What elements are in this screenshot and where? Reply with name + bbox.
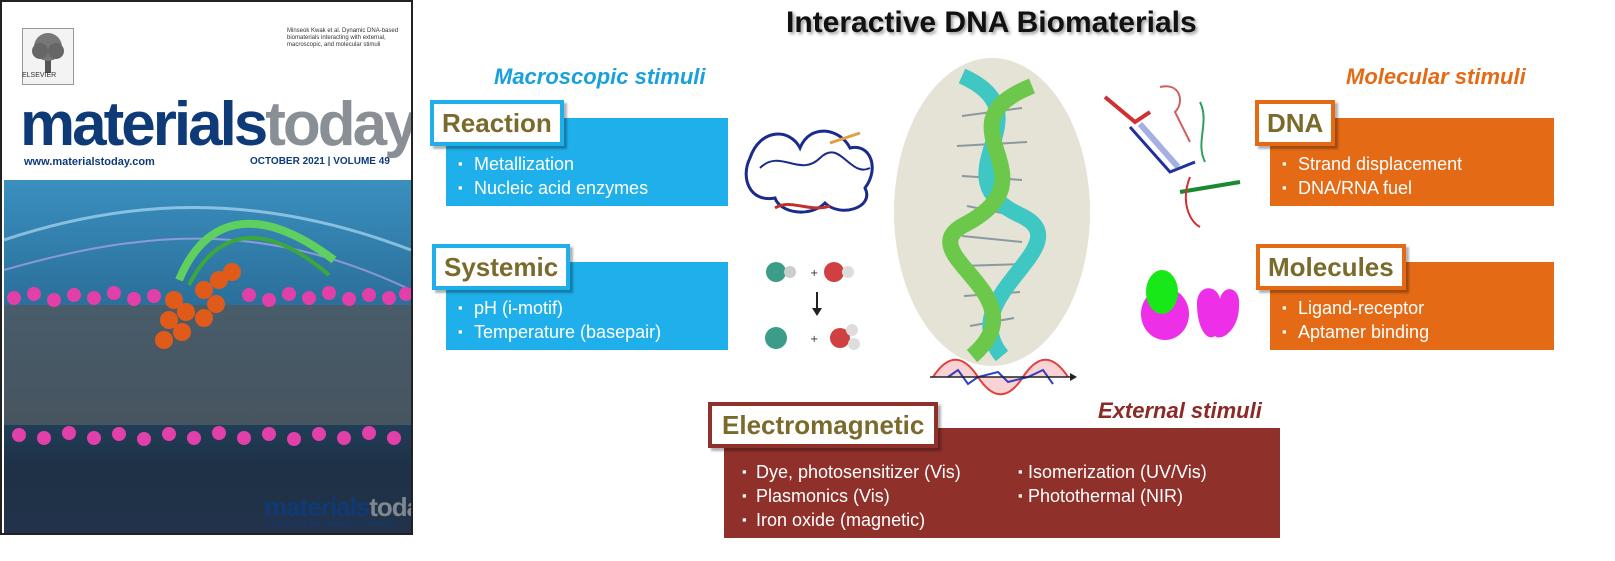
reaction-list: Metallization Nucleic acid enzymes — [446, 118, 728, 200]
em-wave-illustration — [928, 352, 1078, 402]
systemic-tag: Systemic — [432, 244, 571, 290]
systemic-item: pH (i-motif) — [446, 296, 728, 320]
elsevier-logo — [22, 28, 74, 85]
dna-helix-illustration — [892, 56, 1092, 368]
electromagnetic-list-left: Dye, photosensitizer (Vis) Plasmonics (V… — [730, 460, 961, 532]
footer-brand: materialstoday — [264, 492, 411, 523]
macroscopic-heading: Macroscopic stimuli — [494, 64, 706, 89]
cover-artwork — [3, 180, 411, 533]
reaction-panel: Metallization Nucleic acid enzymes — [446, 118, 728, 206]
electromagnetic-list-right: Isomerization (UV/Vis) Photothermal (NIR… — [1006, 460, 1207, 508]
electromagnetic-item: Photothermal (NIR) — [1006, 484, 1207, 508]
electromagnetic-item: Iron oxide (magnetic) — [730, 508, 961, 532]
brand-main: materials — [20, 90, 268, 159]
cover-tagline: Connecting the materials community — [266, 519, 396, 528]
cover-citation: Minseok Kwak et al. Dynamic DNA-based bi… — [287, 28, 399, 48]
footer-brand-main: materials — [264, 492, 370, 522]
systemic-item: Temperature (basepair) — [446, 320, 728, 344]
molecular-heading: Molecular stimuli — [1346, 64, 1526, 89]
systemic-list: pH (i-motif) Temperature (basepair) — [446, 262, 728, 344]
svg-text:+: + — [810, 268, 818, 279]
molecules-tag: Molecules — [1256, 244, 1406, 290]
brand-accent: today — [265, 90, 413, 159]
reaction-tag: Reaction — [430, 100, 564, 146]
external-heading: External stimuli — [1098, 398, 1262, 423]
issue-info: OCTOBER 2021 | VOLUME 49 — [250, 156, 390, 167]
electromagnetic-tag: Electromagnetic — [708, 402, 939, 448]
publisher-name: ELSEVIER — [22, 72, 57, 79]
ligand-receptor-illustration — [1135, 264, 1245, 346]
ph-reaction-illustration: + + — [762, 256, 872, 356]
electromagnetic-item: Isomerization (UV/Vis) — [1006, 460, 1207, 484]
dna-item: Strand displacement — [1270, 152, 1554, 176]
dna-item: DNA/RNA fuel — [1270, 176, 1554, 200]
journal-brand: materialstoday — [20, 90, 413, 160]
diagram-title: Interactive DNA Biomaterials — [786, 6, 1197, 39]
reaction-item: Metallization — [446, 152, 728, 176]
dna-tag: DNA — [1255, 100, 1336, 146]
electromagnetic-item: Plasmonics (Vis) — [730, 484, 961, 508]
journal-url: www.materialstoday.com — [24, 156, 155, 168]
footer-brand-accent: today — [369, 492, 411, 522]
molecules-list: Ligand-receptor Aptamer binding — [1270, 262, 1554, 344]
reaction-item: Nucleic acid enzymes — [446, 176, 728, 200]
molecules-item: Aptamer binding — [1270, 320, 1554, 344]
dna-list: Strand displacement DNA/RNA fuel — [1270, 118, 1554, 200]
journal-cover: ELSEVIER Minseok Kwak et al. Dynamic DNA… — [0, 0, 413, 535]
molecules-item: Ligand-receptor — [1270, 296, 1554, 320]
svg-text:+: + — [810, 334, 818, 345]
enzyme-illustration — [740, 118, 885, 224]
electromagnetic-item: Dye, photosensitizer (Vis) — [730, 460, 961, 484]
strand-displacement-illustration — [1100, 82, 1245, 232]
